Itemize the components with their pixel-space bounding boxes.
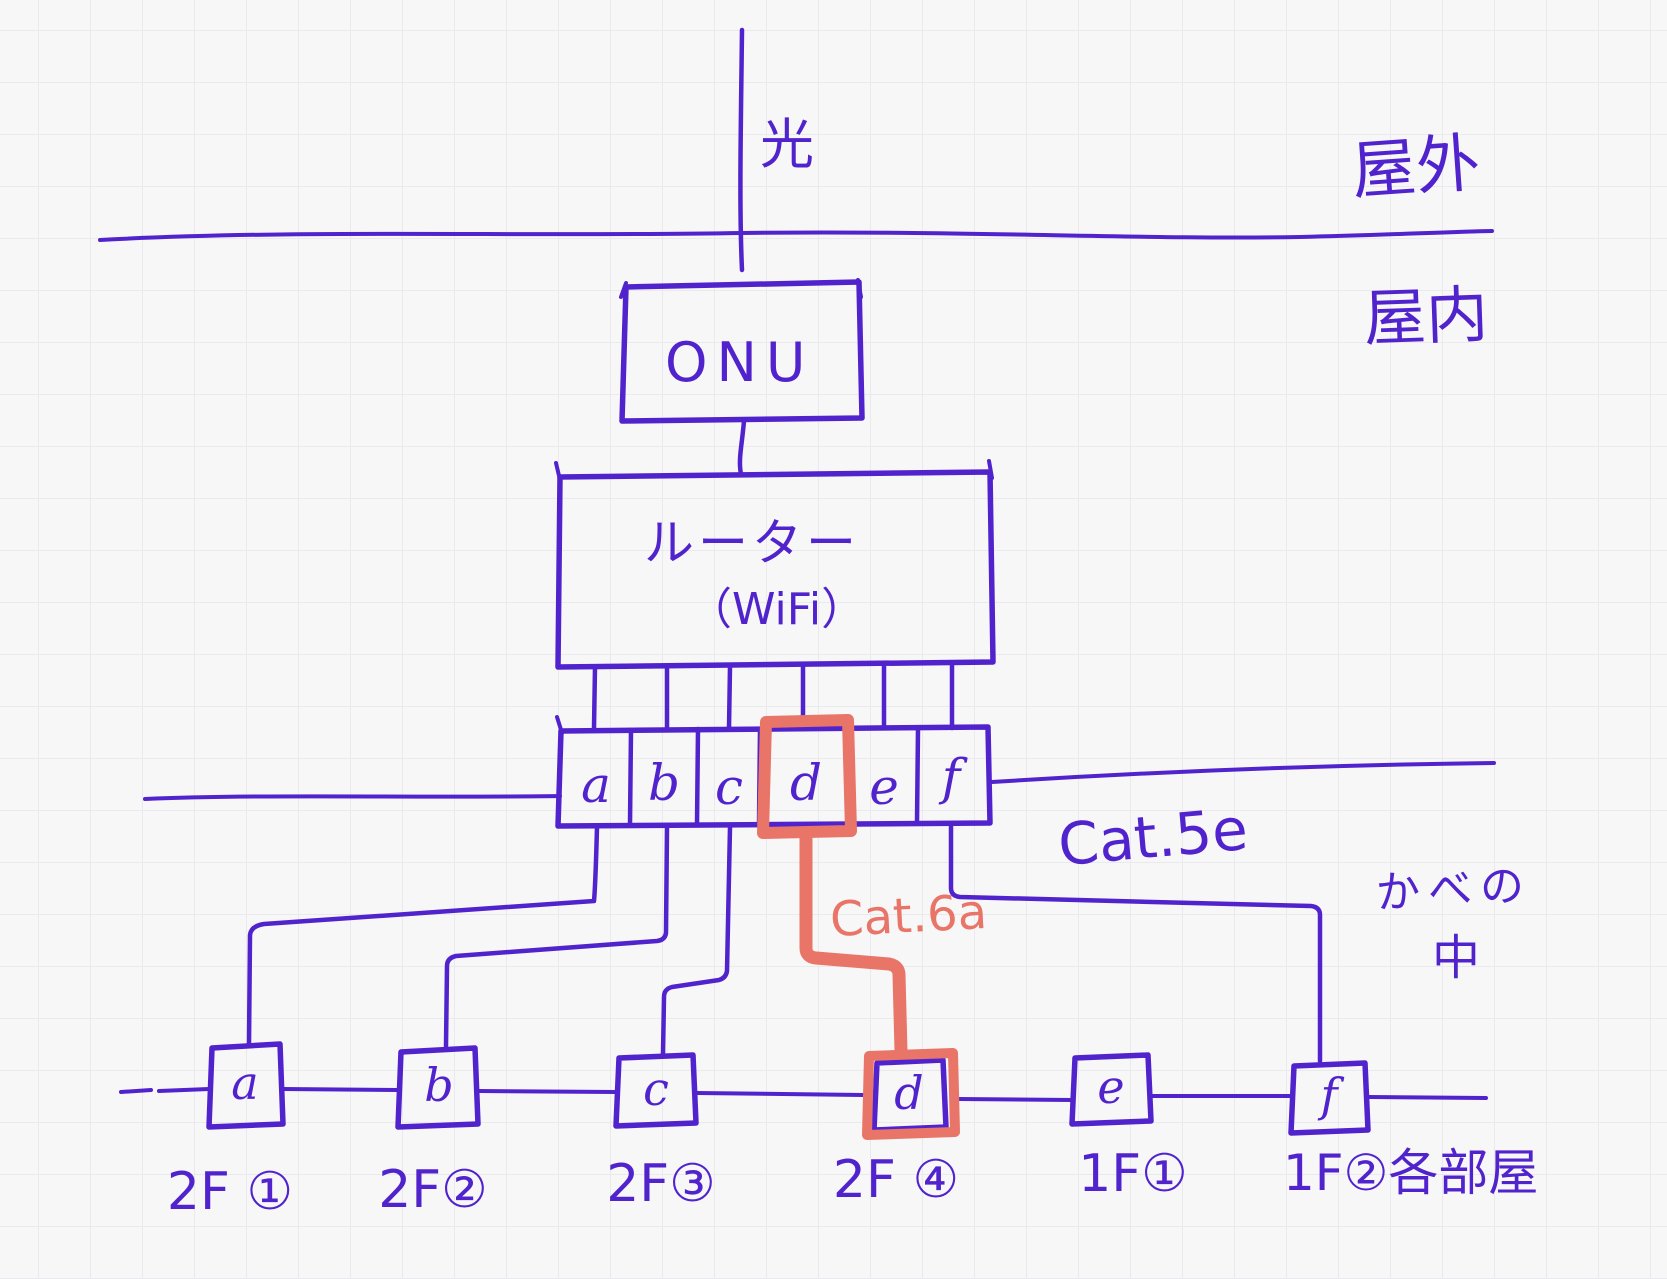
router-wifi-label: （WiFi） (688, 584, 866, 635)
room-label-c: 2F③ (606, 1154, 716, 1214)
outlet-box-f (1288, 1060, 1371, 1136)
indoor-label: 屋内 (1362, 277, 1490, 356)
outlet-letter-e: e (1097, 1060, 1125, 1114)
panel-port-label-f: f (941, 748, 961, 806)
room-label-b: 2F② (378, 1160, 488, 1220)
onu-label: ONU (665, 331, 815, 394)
outlet-letter-c: c (643, 1062, 669, 1116)
highlighted-outlet-frame (862, 1048, 960, 1140)
highlighted-port-frame (757, 714, 857, 839)
router-corner-tick (554, 461, 562, 482)
router-label: ルーター (644, 514, 860, 572)
room-label-f: 1F②各部屋 (1283, 1144, 1539, 1202)
onu-corner-tick-right (856, 278, 863, 299)
outlet-box-a (206, 1041, 286, 1130)
panel-port-label-b: b (647, 754, 681, 812)
onu-router-link (737, 418, 747, 477)
room-label-e: 1F① (1078, 1144, 1188, 1204)
in-wall-label-line2: 中 (1432, 930, 1481, 986)
patch-panel-divider-ef (914, 725, 921, 826)
room-label-d: 2F ④ (832, 1150, 960, 1210)
onu-corner-tick (619, 281, 628, 299)
cable-run-f (948, 823, 1323, 1064)
panel-port-label-c: c (714, 758, 744, 816)
patch-panel-divider-bc (694, 726, 701, 828)
cable-run-b (443, 824, 670, 1049)
in-wall-label-line1: かべの (1374, 859, 1534, 920)
cable-run-a (246, 824, 600, 1047)
fiber-label: 光 (760, 113, 814, 176)
bottom-wall-line (119, 1087, 1488, 1102)
router-corner-tick-right (987, 459, 994, 480)
outlet-letter-d: d (894, 1066, 924, 1120)
onu-box-outline (619, 279, 865, 424)
outlet-box-d (871, 1057, 949, 1133)
router-port-stub-c (726, 663, 733, 731)
panel-port-label-a: a (581, 756, 611, 814)
outlet-box-e (1069, 1052, 1154, 1127)
patch-panel-corner-tick (555, 715, 564, 735)
outlet-letter-b: b (424, 1058, 454, 1112)
outdoor-indoor-boundary-line (98, 229, 1494, 242)
outlet-box-c (613, 1052, 699, 1129)
outlet-letter-f: f (1320, 1068, 1338, 1122)
outlet-letter-a: a (231, 1056, 259, 1110)
room-label-a: 2F ① (166, 1162, 294, 1222)
panel-port-label-d: d (789, 754, 823, 812)
cat5e-label: Cat.5e (1055, 794, 1251, 880)
patch-panel-divider-ab (627, 727, 634, 827)
outdoor-label: 屋外 (1349, 126, 1483, 210)
cat6a-label: Cat.6a (828, 883, 989, 949)
panel-port-label-e: e (869, 758, 899, 816)
cat6a-cable (799, 826, 908, 1058)
router-port-stub-a (591, 664, 598, 731)
patch-panel-outline (555, 724, 993, 829)
outlet-box-b (395, 1045, 481, 1130)
fiber-line (738, 27, 745, 273)
wall-line-left (143, 794, 562, 801)
router-box-outline (555, 469, 996, 670)
cable-run-c (660, 824, 733, 1057)
wall-line-right (990, 761, 1496, 784)
